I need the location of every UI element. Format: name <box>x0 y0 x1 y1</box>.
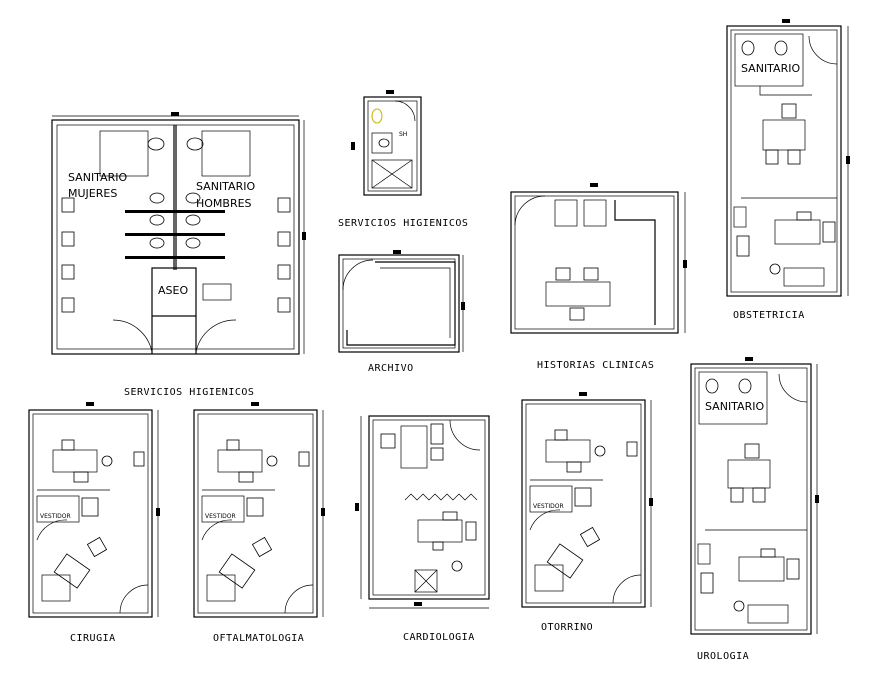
vestidor-cirugia-label: VESTIDOR <box>40 513 71 520</box>
servicios-higienicos-small-plan: SH <box>351 90 422 196</box>
obstetricia-title: OBSTETRICIA <box>733 310 805 321</box>
vestidor-otorrino-label: VESTIDOR <box>533 503 564 510</box>
archivo-plan <box>338 250 465 353</box>
oftalmatologia-plan: VESTIDOR <box>193 402 325 618</box>
otorrino-plan: VESTIDOR <box>521 392 653 608</box>
otorrino-title: OTORRINO <box>541 622 593 633</box>
historias-clinicas-title: HISTORIAS CLINICAS <box>537 360 654 371</box>
hombres-label: HOMBRES <box>196 197 252 210</box>
vestidor-oftalmatologia-label: VESTIDOR <box>205 513 236 520</box>
archivo-title: ARCHIVO <box>368 363 414 374</box>
cardiologia-plan <box>355 415 490 609</box>
cirugia-title: CIRUGIA <box>70 633 116 644</box>
oftalmatologia-title: OFTALMATOLOGIA <box>213 633 304 644</box>
sh-label: SH <box>399 131 407 138</box>
urologia-title: UROLOGIA <box>697 651 749 662</box>
obstetricia-plan: SANITARIO <box>726 19 850 297</box>
historias-clinicas-plan <box>510 183 687 334</box>
sanitario-hombres-label: SANITARIO <box>196 180 255 193</box>
urologia-plan: SANITARIO <box>690 357 819 635</box>
sanitario-mujeres-label: SANITARIO <box>68 171 127 184</box>
servicios-higienicos-bottom-title: SERVICIOS HIGIENICOS <box>124 387 254 398</box>
sanitario-obstetricia-label: SANITARIO <box>741 62 800 75</box>
mujeres-label: MUJERES <box>68 187 117 200</box>
servicios-higienicos-top-title: SERVICIOS HIGIENICOS <box>338 218 468 229</box>
cardiologia-title: CARDIOLOGIA <box>403 632 475 643</box>
aseo-label: ASEO <box>158 284 188 297</box>
cirugia-plan: VESTIDOR <box>28 402 160 618</box>
servicios-higienicos-main-plan: SANITARIO MUJERES SANITARIO HOMBRES ASEO <box>51 112 306 355</box>
sanitario-urologia-label: SANITARIO <box>705 400 764 413</box>
